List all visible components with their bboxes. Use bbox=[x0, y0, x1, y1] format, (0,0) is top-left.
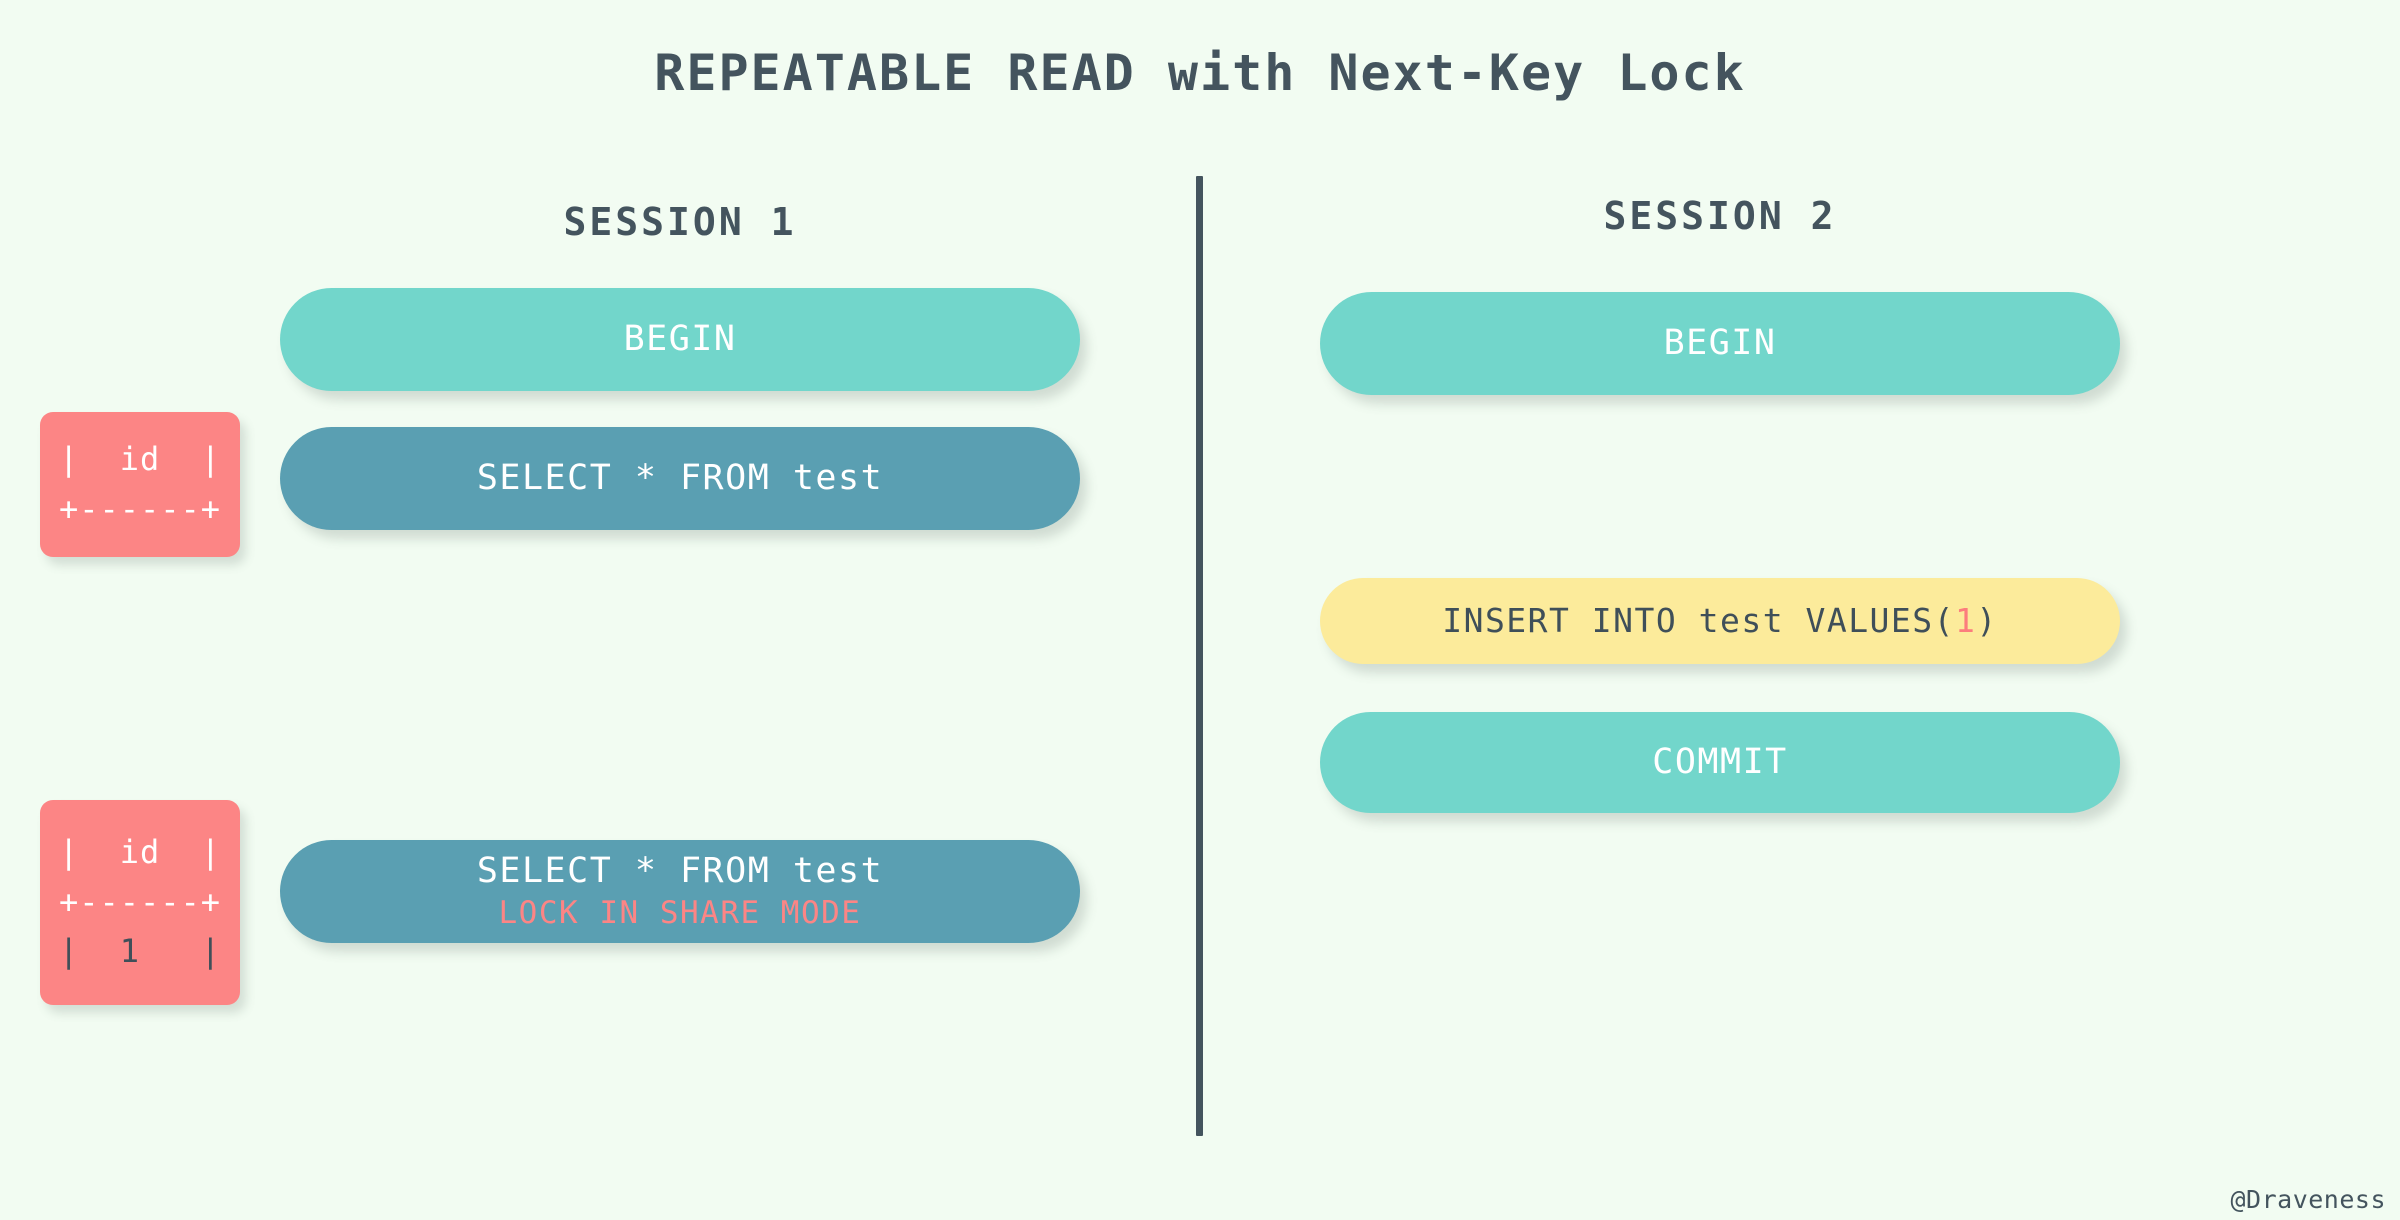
result-row: +------+ bbox=[58, 489, 222, 528]
statement-text: COMMIT bbox=[1652, 742, 1788, 783]
result-set-first-select: | id | +------+ bbox=[40, 412, 240, 557]
author-watermark: @Draveness bbox=[2230, 1185, 2386, 1214]
statement-select-session-1[interactable]: SELECT * FROM test bbox=[280, 427, 1080, 530]
session-divider bbox=[1196, 176, 1203, 1136]
statement-insert-session-2[interactable]: INSERT INTO test VALUES(1) bbox=[1320, 578, 2120, 664]
statement-commit-session-2[interactable]: COMMIT bbox=[1320, 712, 2120, 813]
result-row: | id | bbox=[58, 833, 222, 872]
result-set-second-select: | id | +------+ | 1 | bbox=[40, 800, 240, 1005]
statement-text-prefix: INSERT INTO test VALUES( bbox=[1442, 600, 1956, 640]
statement-text: BEGIN bbox=[1663, 323, 1777, 364]
statement-text: BEGIN bbox=[623, 319, 737, 360]
session-1-header: SESSION 1 bbox=[563, 200, 797, 244]
statement-text: SELECT * FROM test bbox=[476, 851, 884, 892]
statement-inserted-value: 1 bbox=[1955, 600, 1977, 640]
statement-text: SELECT * FROM test bbox=[476, 458, 884, 499]
statement-begin-session-2[interactable]: BEGIN bbox=[1320, 292, 2120, 395]
page-title: REPEATABLE READ with Next-Key Lock bbox=[654, 44, 1746, 102]
statement-text: INSERT INTO test VALUES(1) bbox=[1442, 600, 1998, 642]
statement-lock-clause: LOCK IN SHARE MODE bbox=[498, 895, 862, 932]
result-row: | id | bbox=[58, 439, 222, 478]
statement-begin-session-1[interactable]: BEGIN bbox=[280, 288, 1080, 391]
result-row: +------+ bbox=[58, 882, 222, 921]
result-row-value: | 1 | bbox=[58, 932, 222, 971]
statement-text-suffix: ) bbox=[1976, 600, 1998, 640]
statement-select-lock-in-share-mode-session-1[interactable]: SELECT * FROM test LOCK IN SHARE MODE bbox=[280, 840, 1080, 943]
session-2-header: SESSION 2 bbox=[1603, 194, 1837, 238]
